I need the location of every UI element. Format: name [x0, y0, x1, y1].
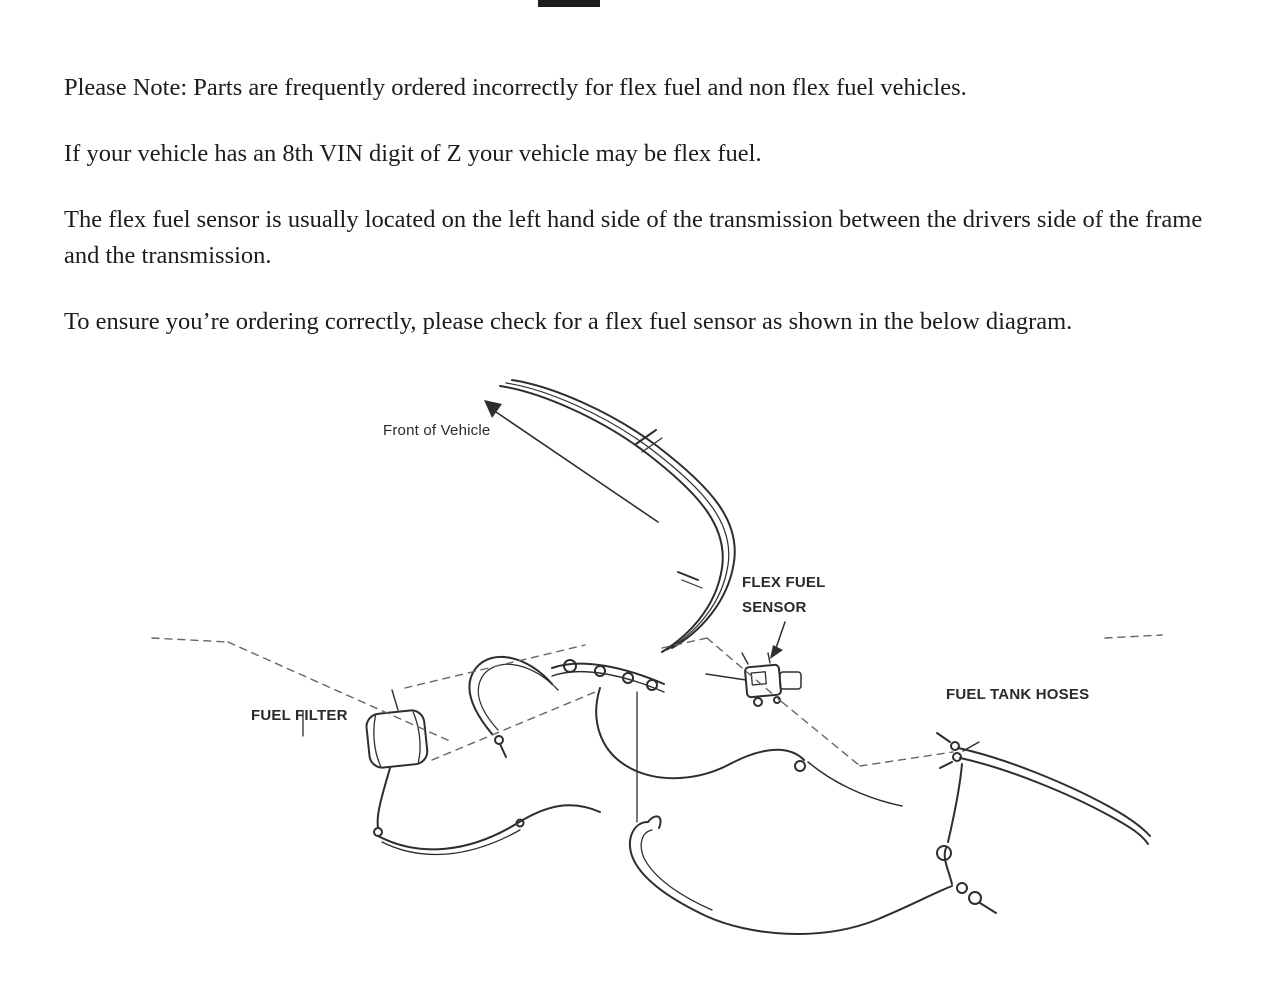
label-flex-fuel-line2: SENSOR	[742, 599, 807, 616]
sensor-arrow	[770, 621, 786, 659]
bottom-hose	[629, 815, 997, 935]
fuel-filter-shape	[365, 709, 429, 769]
notice-line-2: If your vehicle has an 8th VIN digit of …	[64, 140, 762, 167]
notice-text-block: Please Note: Parts are frequently ordere…	[64, 70, 1218, 370]
label-front-of-vehicle: Front of Vehicle	[383, 422, 491, 439]
middle-hose	[595, 687, 903, 807]
top-crop-artifact	[538, 0, 600, 7]
fuel-filter-lines	[302, 689, 601, 856]
left-curved-hose	[468, 655, 559, 758]
label-flex-fuel-sensor: FLEX FUEL SENSOR	[742, 570, 825, 620]
front-of-vehicle-arrow	[484, 400, 659, 523]
main-fuel-lines	[499, 379, 736, 653]
notice-line-4: To ensure you’re ordering correctly, ple…	[64, 308, 1073, 335]
fuel-tank-hoses-shape	[936, 732, 1151, 845]
label-fuel-filter: FUEL FILTER	[251, 707, 348, 724]
label-flex-fuel-line1: FLEX FUEL	[742, 574, 826, 591]
flex-fuel-sensor-shape	[705, 652, 802, 707]
frame-dashed-lines	[151, 634, 1163, 767]
notice-line-1: Please Note: Parts are frequently ordere…	[64, 74, 967, 101]
rising-hose	[936, 763, 963, 885]
notice-line-3: The flex fuel sensor is usually located …	[64, 206, 1203, 269]
fuel-line-junction	[551, 659, 665, 693]
label-fuel-tank-hoses: FUEL TANK HOSES	[946, 686, 1090, 703]
